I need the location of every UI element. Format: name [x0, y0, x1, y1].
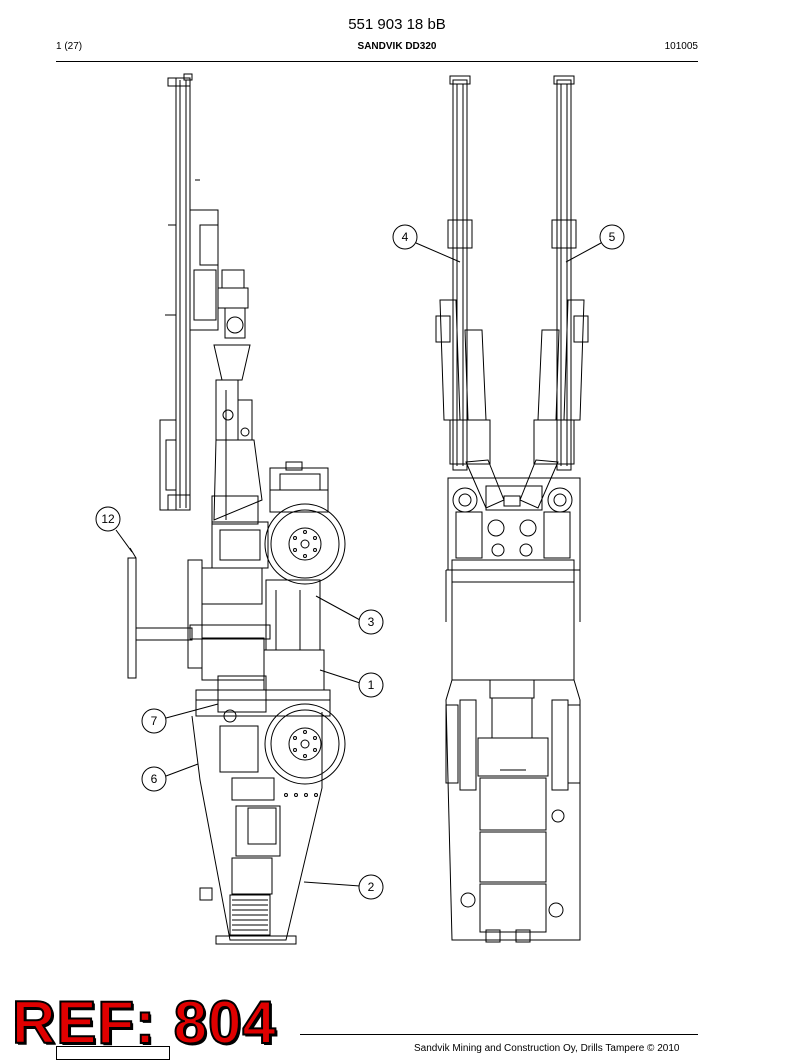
callout-5: 5 [609, 230, 616, 244]
copyright-text: Sandvik Mining and Construction Oy, Dril… [414, 1043, 680, 1054]
callouts [95, 224, 625, 900]
rear-wheel [264, 703, 346, 785]
center-section [445, 559, 581, 681]
boom-cradle [187, 461, 329, 669]
footer-rule [300, 1034, 698, 1035]
document-number: 551 903 18 bB [348, 16, 446, 33]
logo-box [56, 1046, 170, 1060]
callout-3: 3 [368, 615, 375, 629]
callout-2: 2 [368, 880, 375, 894]
operator-canopy [127, 547, 193, 679]
boom-arm [211, 379, 263, 525]
callout-1: 1 [368, 678, 375, 692]
page-number: 1 (27) [56, 41, 83, 52]
side-view [127, 73, 346, 945]
callout-7: 7 [151, 714, 158, 728]
rear-carrier [191, 712, 323, 945]
machine-title: SANDVIK DD320 [357, 41, 437, 52]
right-feed [519, 75, 589, 513]
callout-12: 12 [101, 512, 115, 526]
callout-6: 6 [151, 772, 158, 786]
boom-head [213, 269, 251, 381]
ref-stamp: REF: 804 [11, 988, 277, 1057]
front-wheel [264, 503, 346, 585]
left-feed [435, 75, 505, 513]
main-chassis [195, 637, 331, 723]
date-code: 101005 [664, 41, 698, 52]
callout-4: 4 [402, 230, 409, 244]
header-rule [56, 61, 698, 62]
feed-beam [159, 73, 219, 511]
rear-section [445, 679, 581, 943]
boom-base [447, 477, 581, 571]
top-view [435, 75, 589, 943]
